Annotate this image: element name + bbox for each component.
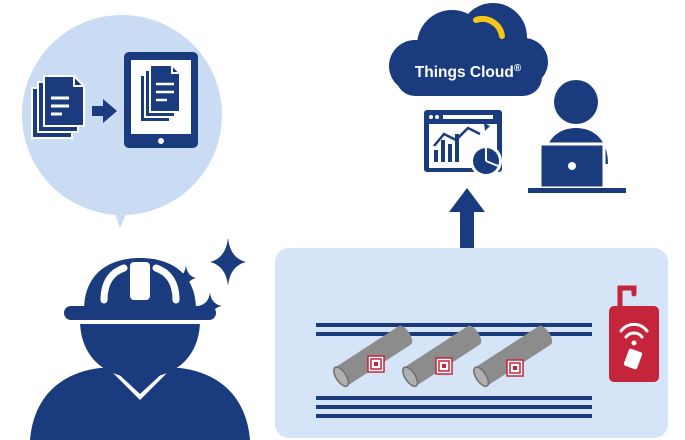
arrow-right-icon [92,99,117,123]
cloud-icon: Things Cloud® [389,3,548,96]
upload-arrow-icon [449,188,485,250]
rfid-reader-icon [609,285,659,382]
worker-hardhat-icon [30,258,250,440]
user-laptop-icon [528,80,626,193]
tablet-documents-icon [124,52,198,148]
cloud-name: Things Cloud [415,64,514,81]
dashboard-chart-icon [424,110,502,177]
pipe-icon [473,325,553,388]
rfid-tag-icon [506,359,524,377]
cloud-trademark: ® [514,63,522,74]
rfid-tag-icon [367,355,385,373]
cloud-accent-arc [473,16,505,39]
rfid-tag-icon [435,357,453,375]
svg-text:Things Cloud®: Things Cloud® [415,63,522,81]
pipe-icon [402,325,482,388]
paper-documents-icon [31,75,85,139]
sparkle-icon [176,238,246,320]
